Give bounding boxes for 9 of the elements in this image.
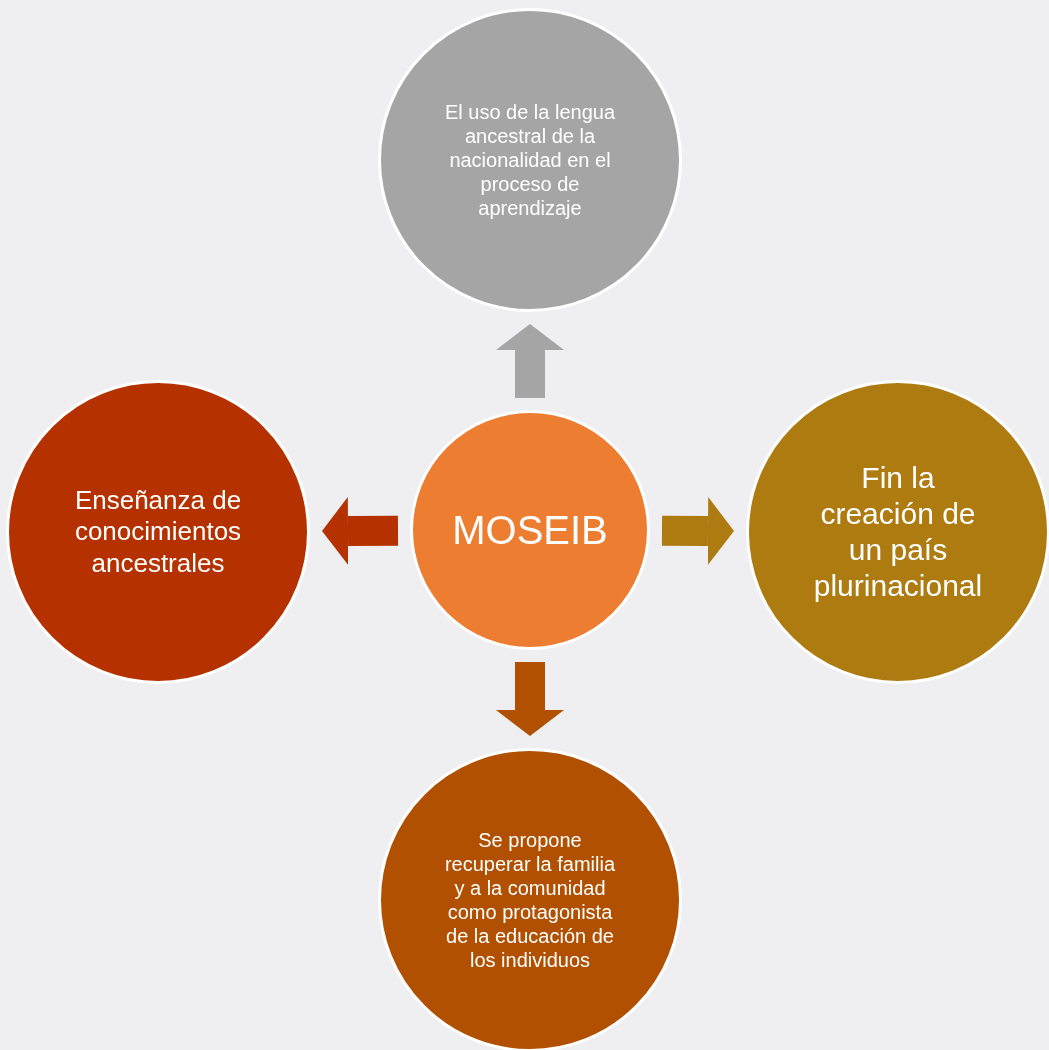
node-text: Fin la creación de un país plurinacional bbox=[812, 460, 984, 604]
block-arrow bbox=[496, 662, 564, 736]
node-text: Enseñanza de conocimientos ancestrales bbox=[73, 485, 243, 579]
node-text: Se propone recuperar la familia y a la comunidad como protagonista de la educación de los individuos bbox=[443, 828, 617, 972]
block-arrow bbox=[661, 496, 734, 565]
block-arrow bbox=[322, 497, 399, 565]
node-text: El uso de la lengua ancestral de la nacionalidad en el proceso de aprendizaje bbox=[443, 100, 617, 220]
block-arrow bbox=[496, 324, 564, 398]
node-text: MOSEIB bbox=[452, 507, 608, 554]
